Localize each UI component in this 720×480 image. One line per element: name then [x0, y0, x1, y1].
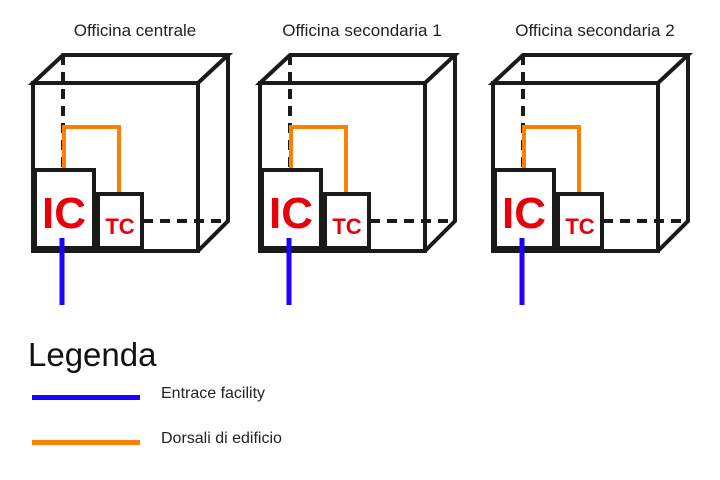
legend-swatch-backbone: [32, 440, 140, 445]
building-secondary-2: IC TC: [487, 53, 694, 305]
building-title-central: Officina centrale: [73, 21, 197, 40]
legend-swatch-entrance: [32, 395, 140, 400]
legend-label-backbone: Dorsali di edificio: [161, 430, 282, 447]
building-central: IC TC: [27, 53, 234, 305]
building-title-secondary-1: Officina secondaria 1: [282, 21, 442, 40]
cube-right-edge: [423, 55, 457, 253]
ic-label: IC: [42, 189, 86, 238]
tc-box: [323, 192, 371, 250]
legend-item-backbone: Dorsali di edificio: [32, 430, 452, 454]
legend-item-entrance: Entrace facility: [32, 385, 452, 409]
legend-label-entrance: Entrace facility: [161, 385, 266, 402]
cube-front-face: [491, 81, 660, 253]
backbone-cable: [522, 125, 581, 194]
ic-label: IC: [269, 189, 313, 238]
building-title-secondary-2: Officina secondaria 2: [515, 21, 675, 40]
tc-box: [556, 192, 604, 250]
building-secondary-1: IC TC: [254, 53, 461, 305]
backbone-cable: [62, 125, 121, 194]
cube-right-edge: [196, 55, 230, 253]
cube-front-face: [258, 81, 427, 253]
cube-front-face: [31, 81, 200, 253]
tc-box: [96, 192, 144, 250]
ic-box: [493, 168, 556, 250]
backbone-cable: [289, 125, 348, 194]
cube-right-edge: [656, 55, 690, 253]
tc-label: TC: [332, 214, 361, 239]
legend-title: Legenda: [28, 336, 157, 373]
ic-label: IC: [502, 189, 546, 238]
tc-label: TC: [105, 214, 134, 239]
tc-label: TC: [565, 214, 594, 239]
